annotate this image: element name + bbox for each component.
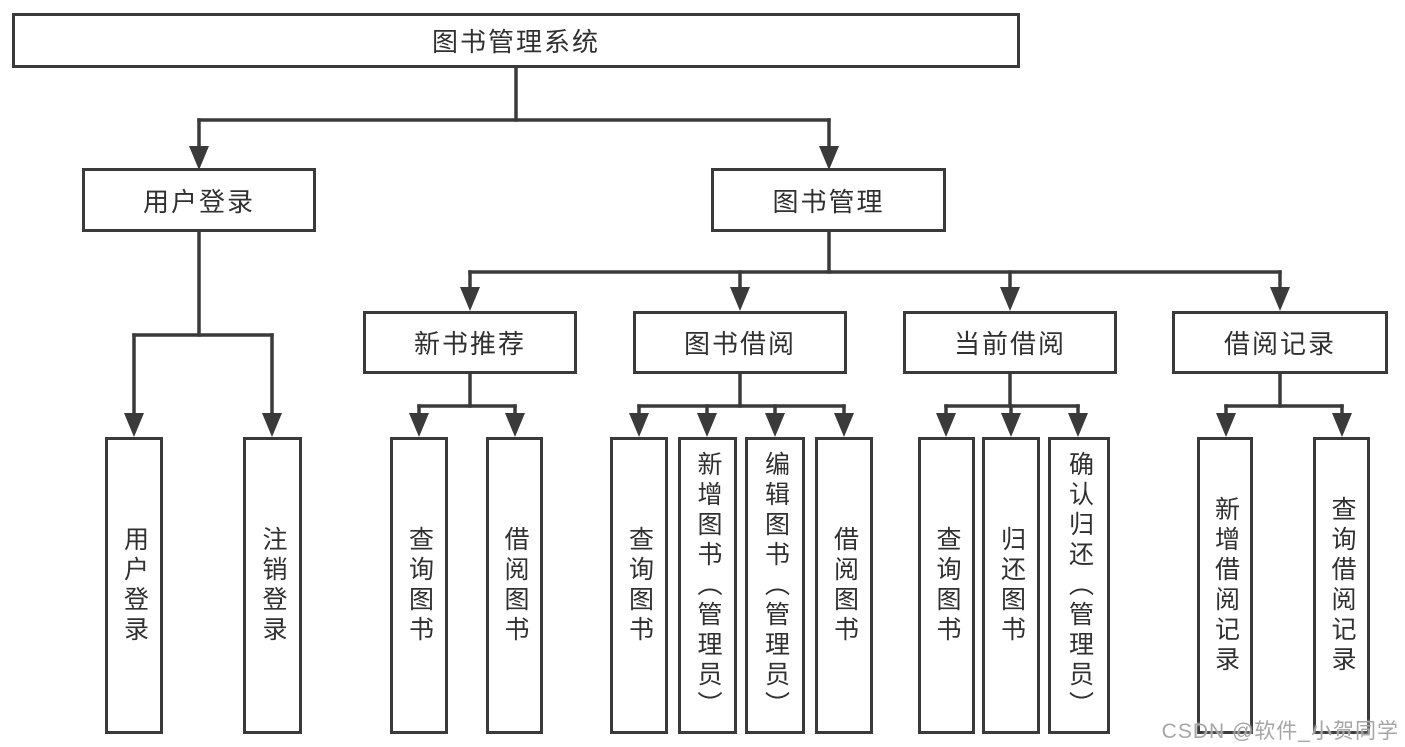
node-label: 查询借阅记录 xyxy=(1328,495,1356,676)
node-cb-confirm-return-admin: 确认归还（管理员） xyxy=(1048,437,1110,734)
arrowhead-icon xyxy=(730,287,750,311)
node-label: 确认归还（管理员） xyxy=(1065,450,1094,721)
node-label: 查询图书 xyxy=(405,525,434,646)
node-label: 查询图书 xyxy=(625,525,654,646)
node-label: 借阅记录 xyxy=(1223,329,1336,359)
node-label: 新增借阅记录 xyxy=(1211,495,1240,676)
node-br-add-record: 新增借阅记录 xyxy=(1197,437,1253,734)
node-label: 注销登录 xyxy=(259,525,287,646)
arrowhead-icon xyxy=(834,413,854,437)
node-logout: 注销登录 xyxy=(243,437,302,734)
node-user-login-group: 用户登录 xyxy=(82,168,316,232)
arrowhead-icon xyxy=(1216,413,1236,437)
arrowhead-icon xyxy=(262,413,282,437)
arrowhead-icon xyxy=(460,287,480,311)
node-label: 借阅图书 xyxy=(501,525,529,646)
arrowhead-icon xyxy=(1332,413,1352,437)
node-borrowing-records: 借阅记录 xyxy=(1172,311,1388,374)
node-label: 编辑图书（管理员） xyxy=(761,450,790,721)
node-label: 图书借阅 xyxy=(683,329,796,359)
node-bb-add-books-admin: 新增图书（管理员） xyxy=(678,437,737,734)
node-label: 图书管理系统 xyxy=(431,27,600,57)
node-nbr-query-books: 查询图书 xyxy=(390,437,448,734)
node-label: 用户登录 xyxy=(142,186,255,217)
node-br-query-record: 查询借阅记录 xyxy=(1313,437,1370,734)
node-current-borrowing: 当前借阅 xyxy=(903,311,1117,374)
node-new-book-recommend: 新书推荐 xyxy=(363,311,577,374)
node-label: 归还图书 xyxy=(997,525,1026,646)
node-nbr-borrow-books: 借阅图书 xyxy=(486,437,543,734)
node-label: 图书管理 xyxy=(772,186,885,217)
node-cb-query-books: 查询图书 xyxy=(918,437,975,734)
arrowhead-icon xyxy=(505,413,525,437)
arrowhead-icon xyxy=(1001,413,1021,437)
arrowhead-icon xyxy=(1000,287,1020,311)
node-book-borrowing: 图书借阅 xyxy=(633,311,847,374)
node-book-management: 图书管理 xyxy=(711,168,946,232)
node-label: 借阅图书 xyxy=(830,525,859,646)
arrowhead-icon xyxy=(1068,413,1088,437)
arrowhead-icon xyxy=(765,413,785,437)
node-label: 查询图书 xyxy=(933,525,961,646)
node-label: 新增图书（管理员） xyxy=(694,450,722,721)
node-bb-borrow-books: 借阅图书 xyxy=(815,437,873,734)
arrowhead-icon xyxy=(936,413,956,437)
arrowhead-icon xyxy=(697,413,717,437)
arrowhead-icon xyxy=(124,413,144,437)
arrowhead-icon xyxy=(629,413,649,437)
node-label: 用户登录 xyxy=(120,525,149,646)
arrowhead-icon xyxy=(409,413,429,437)
node-bb-query-books: 查询图书 xyxy=(610,437,668,734)
arrowhead-icon xyxy=(1270,287,1290,311)
arrowhead-icon xyxy=(189,146,209,170)
node-cb-return-books: 归还图书 xyxy=(982,437,1040,734)
arrowhead-icon xyxy=(819,146,839,170)
node-label: 当前借阅 xyxy=(953,329,1066,359)
node-label: 新书推荐 xyxy=(413,329,526,359)
watermark: CSDN @软件_小贺同学 xyxy=(1161,720,1399,743)
node-user-login: 用户登录 xyxy=(105,437,163,734)
node-library-management-system: 图书管理系统 xyxy=(12,13,1020,68)
node-bb-edit-books-admin: 编辑图书（管理员） xyxy=(745,437,805,734)
